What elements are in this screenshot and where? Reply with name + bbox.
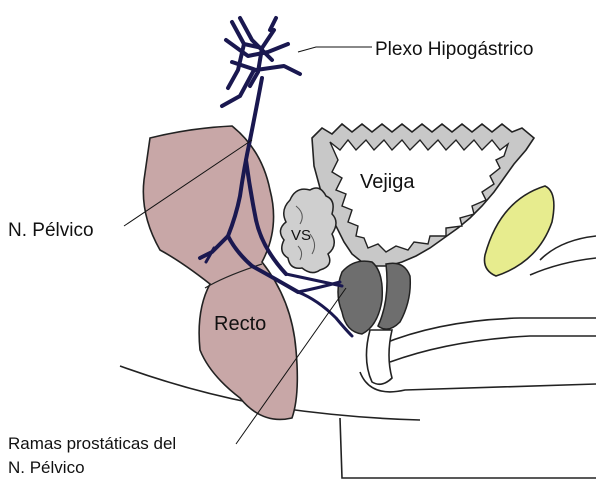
rectum bbox=[143, 126, 297, 419]
leader-plexo bbox=[298, 47, 372, 52]
scrotum-outline bbox=[340, 418, 596, 478]
label-ramas-line2: N. Pélvico bbox=[8, 458, 85, 477]
bladder-lumen bbox=[330, 140, 508, 252]
urethra bbox=[366, 330, 392, 384]
label-recto: Recto bbox=[214, 313, 266, 335]
penile-base-outline bbox=[360, 372, 596, 392]
label-vs: VS bbox=[291, 227, 311, 244]
label-plexo-hipogastrico: Plexo Hipogástrico bbox=[375, 39, 533, 60]
label-ramas-line1: Ramas prostáticas del bbox=[8, 434, 176, 453]
prostate-left-lobe bbox=[338, 261, 382, 334]
label-n-pelvico: N. Pélvico bbox=[8, 220, 94, 241]
abdominal-wall-outline bbox=[540, 236, 596, 260]
pubic-bone bbox=[484, 186, 553, 276]
abdominal-wall-inner-outline bbox=[530, 258, 596, 275]
urethra-upper-outline bbox=[380, 318, 596, 345]
urethra-lower-outline bbox=[390, 336, 596, 362]
label-vejiga: Vejiga bbox=[360, 171, 415, 193]
